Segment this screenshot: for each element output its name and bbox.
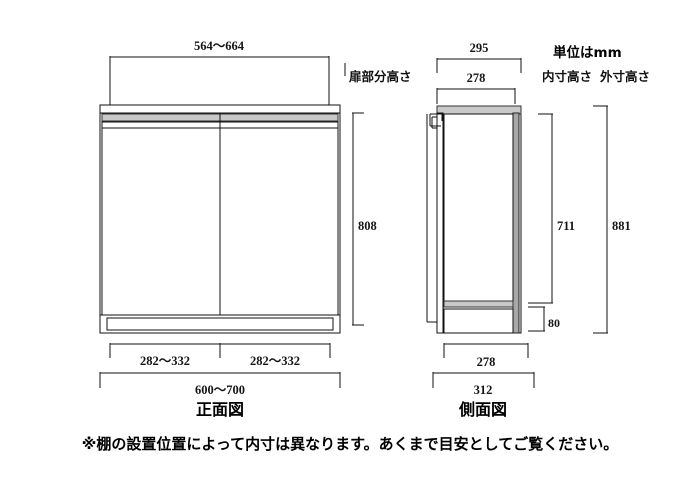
front-view-group: 564〜664 808 扉部分高さ 282〜332	[99, 39, 412, 419]
side-inner-height-dimension: 711	[528, 113, 575, 304]
front-view-title: 正面図	[196, 400, 244, 419]
front-top-board	[99, 104, 341, 114]
front-door-height-dimension: 808	[352, 112, 377, 326]
side-inner-depth-bottom-value: 278	[477, 355, 496, 369]
side-outer-depth-bottom-dimension: 312	[432, 372, 535, 397]
front-door-width-right-value: 282〜332	[250, 354, 300, 368]
side-back-panel	[512, 112, 520, 334]
side-outer-depth-top-value: 295	[470, 41, 489, 55]
front-door-width-total-value: 564〜664	[194, 39, 245, 53]
side-view-title: 側面図	[458, 400, 507, 419]
side-top-board	[436, 105, 522, 115]
side-bottom-board	[443, 300, 514, 308]
front-door-width-dimension: 564〜664	[109, 39, 330, 110]
outer-height-label: 外寸高さ	[599, 69, 650, 84]
front-outer-width-value: 600〜700	[195, 383, 245, 397]
front-door-height-value: 808	[358, 219, 377, 233]
side-outer-height-dimension: 881	[593, 105, 631, 334]
front-door-left	[101, 127, 221, 316]
side-inner-depth-top-value: 278	[467, 71, 486, 85]
side-interior-cavity	[443, 113, 514, 302]
front-door-width-left-value: 282〜332	[140, 354, 190, 368]
side-outer-depth-bottom-value: 312	[474, 383, 493, 397]
side-view-group: 295 278 278	[426, 41, 650, 419]
footnote-text: ※棚の設置位置によって内寸は異なります。あくまで目安としてご覧ください。	[82, 435, 618, 453]
side-door-handle-icon	[429, 113, 443, 127]
side-outer-depth-top-dimension: 295	[436, 41, 522, 73]
door-height-label: 扉部分高さ	[349, 69, 412, 84]
front-base-inner	[106, 317, 334, 331]
side-inner-depth-bottom-dimension: 278	[443, 343, 529, 369]
front-door-right	[219, 127, 339, 316]
side-base-height-dimension: 80	[528, 306, 560, 332]
side-inner-depth-top-dimension: 278	[436, 71, 516, 104]
side-outer-height-value: 881	[612, 219, 631, 233]
inner-height-label: 内寸高さ	[542, 69, 592, 84]
side-door-leader-line	[426, 114, 437, 323]
front-door-half-width-dimensions: 282〜332 282〜332	[109, 343, 331, 368]
side-base-plinth	[443, 308, 514, 334]
side-base-height-value: 80	[548, 316, 560, 330]
unit-note-label: 単位はmm	[553, 44, 622, 61]
front-outer-width-dimension: 600〜700	[99, 372, 341, 397]
side-inner-height-value: 711	[557, 219, 575, 233]
door-height-label-group: 扉部分高さ	[344, 63, 412, 84]
side-door-leaf	[436, 112, 444, 334]
